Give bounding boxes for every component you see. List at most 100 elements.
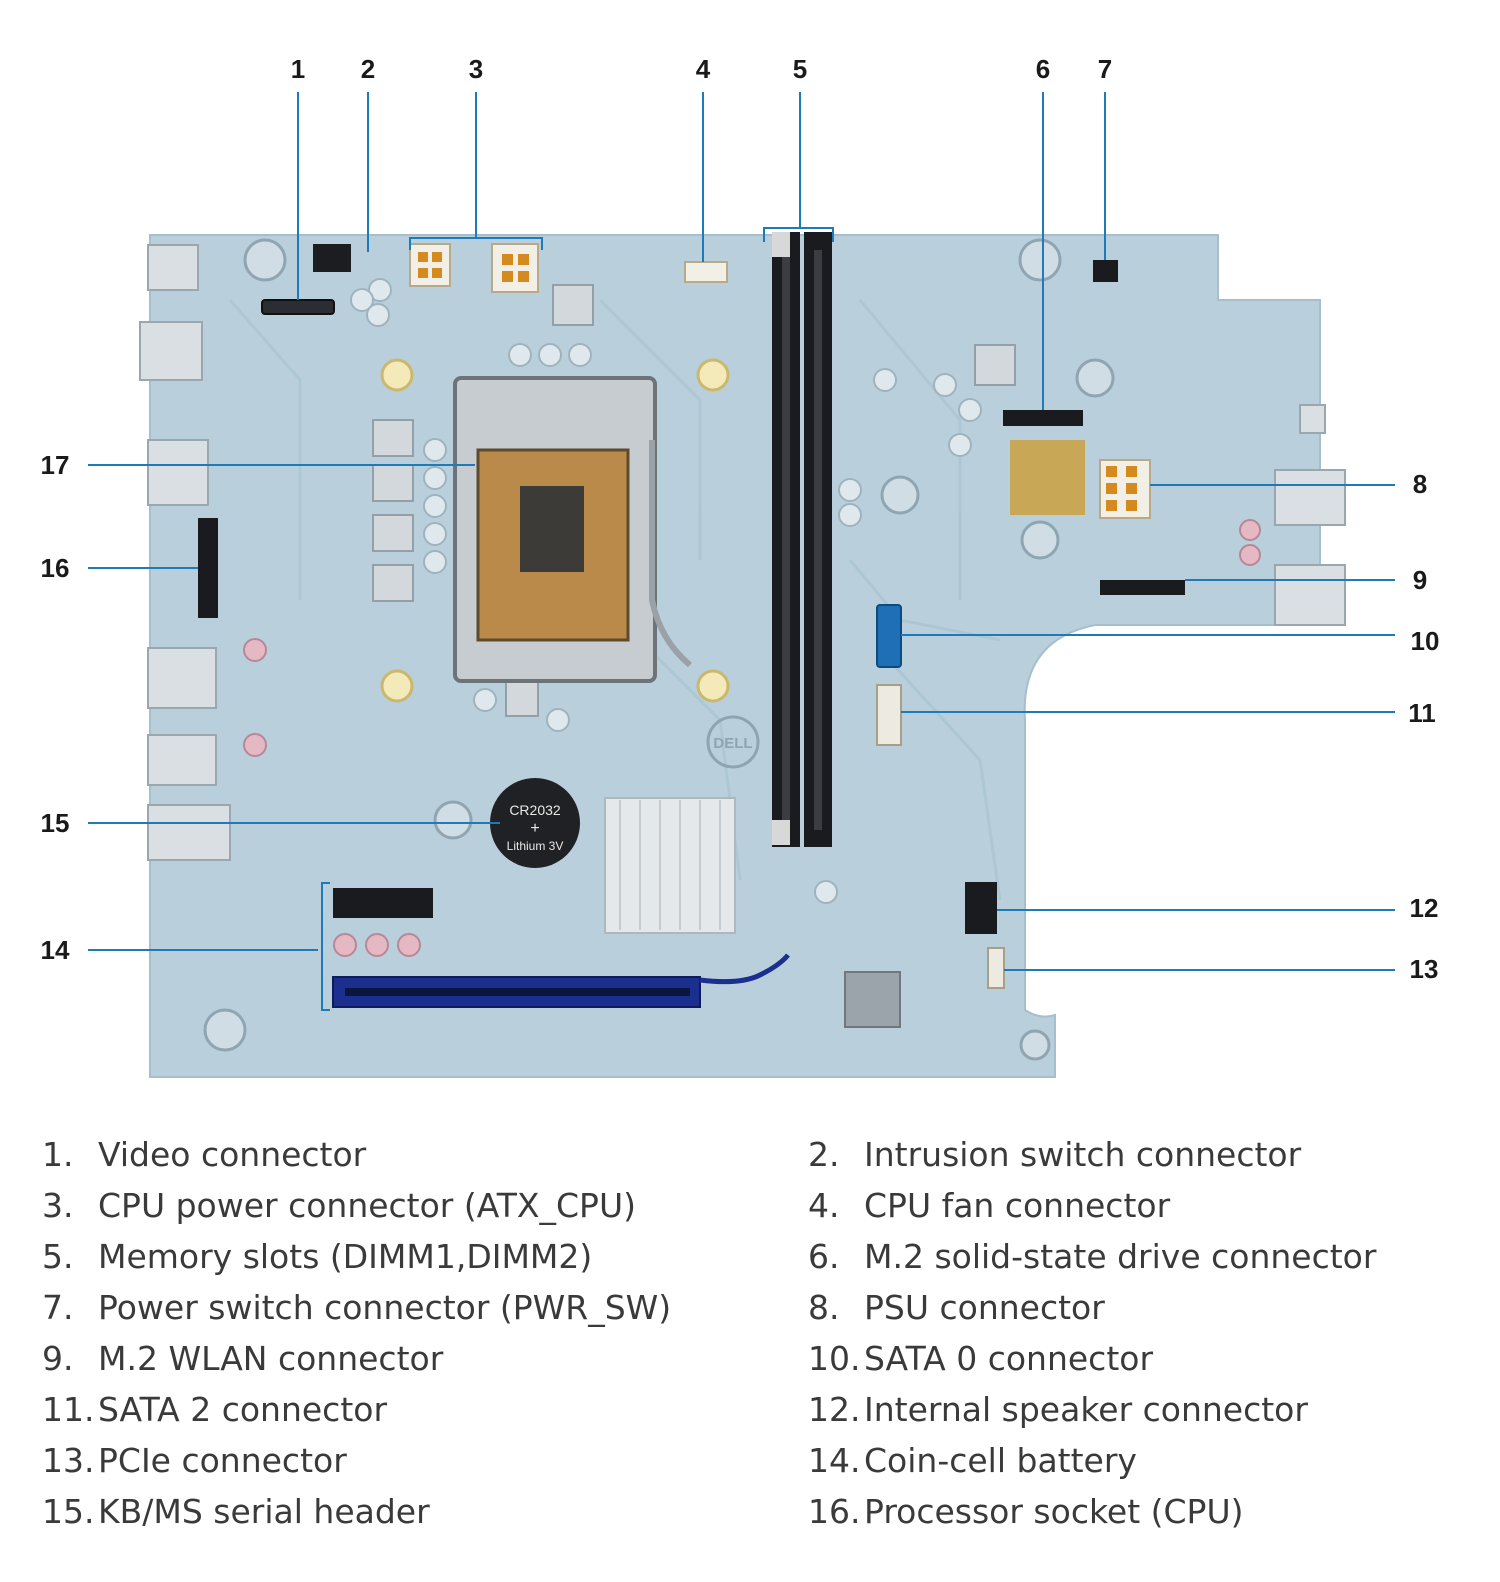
dell-logo-text: DELL xyxy=(713,735,752,752)
legend-label: Intrusion switch connector xyxy=(864,1135,1302,1174)
callout-13: 13 xyxy=(1410,954,1439,984)
callout-9: 9 xyxy=(1413,565,1427,595)
legend-item: 13.PCIe connector xyxy=(42,1441,347,1480)
callout-4: 4 xyxy=(696,54,711,84)
memory-slots xyxy=(772,232,832,847)
cpu-power-connectors xyxy=(409,243,539,293)
callout-12: 12 xyxy=(1410,893,1439,923)
legend-number: 13. xyxy=(42,1441,95,1480)
internal-speaker-connector xyxy=(965,882,997,934)
callout-2: 2 xyxy=(361,54,375,84)
coin-cell-battery: CR2032 + Lithium 3V xyxy=(490,778,580,868)
callout-11: 11 xyxy=(1408,698,1436,728)
power-switch-connector xyxy=(1093,260,1118,282)
legend-label: KB/MS serial header xyxy=(98,1492,430,1531)
legend-label: Video connector xyxy=(98,1135,367,1174)
callout-5: 5 xyxy=(793,54,807,84)
legend-item: 3. CPU power connector (ATX_CPU) xyxy=(42,1186,636,1225)
callout-8: 8 xyxy=(1413,469,1427,499)
legend-number: 15. xyxy=(42,1492,95,1531)
battery-model-text: CR2032 xyxy=(509,802,561,818)
callout-14: 14 xyxy=(41,935,70,965)
legend-item: 1. Video connector xyxy=(42,1135,366,1174)
legend-label: Processor socket (CPU) xyxy=(864,1492,1244,1531)
legend-label: SATA 2 connector xyxy=(98,1390,388,1429)
battery-plus-text: + xyxy=(530,820,539,837)
legend-label: Power switch connector (PWR_SW) xyxy=(98,1288,672,1327)
legend-item: 12.Internal speaker connector xyxy=(808,1390,1308,1429)
legend-item: 16.Processor socket (CPU) xyxy=(808,1492,1243,1531)
capacitors xyxy=(350,278,982,904)
m2-wlan-connector xyxy=(1100,580,1185,595)
legend-item: 5. Memory slots (DIMM1,DIMM2) xyxy=(42,1237,592,1276)
legend-number: 5. xyxy=(42,1237,74,1276)
legend-item: 11.SATA 2 connector xyxy=(42,1390,387,1429)
legend-number: 1. xyxy=(42,1135,74,1174)
legend-label: M.2 solid-state drive connector xyxy=(864,1237,1377,1276)
legend-label: CPU power connector (ATX_CPU) xyxy=(98,1186,636,1225)
legend-label: Coin-cell battery xyxy=(864,1441,1137,1480)
legend-number: 9. xyxy=(42,1339,74,1378)
battery-voltage-text: Lithium 3V xyxy=(507,839,564,853)
m2-ssd-connector xyxy=(1003,410,1085,515)
sata2-connector xyxy=(876,684,902,746)
legend-item: 15.KB/MS serial header xyxy=(42,1492,430,1531)
callout-1: 1 xyxy=(291,54,305,84)
legend-item: 6. M.2 solid-state drive connector xyxy=(808,1237,1376,1276)
callout-7: 7 xyxy=(1098,54,1112,84)
callout-numbers: 1 2 3 4 5 6 7 8 9 10 11 12 13 14 15 16 1… xyxy=(41,54,1440,984)
legend-label: Internal speaker connector xyxy=(864,1390,1308,1429)
pink-capacitors xyxy=(243,519,1261,957)
callout-6: 6 xyxy=(1036,54,1050,84)
sata0-connector xyxy=(876,604,902,668)
motherboard-diagram: CR2032 + Lithium 3V DELL xyxy=(41,54,1440,1078)
legend-number: 14. xyxy=(808,1441,861,1480)
callout-3: 3 xyxy=(469,54,483,84)
legend-item: 2. Intrusion switch connector xyxy=(808,1135,1301,1174)
motherboard-pcb xyxy=(149,234,1321,1078)
mounting-holes xyxy=(380,358,730,703)
psu-connector xyxy=(1099,459,1151,519)
callout-16: 16 xyxy=(41,553,70,583)
legend-number: 10. xyxy=(808,1339,861,1378)
callout-15: 15 xyxy=(41,808,70,838)
legend-item: 4. CPU fan connector xyxy=(808,1186,1170,1225)
legend-label: SATA 0 connector xyxy=(864,1339,1154,1378)
legend-number: 2. xyxy=(808,1135,840,1174)
intrusion-switch-connector xyxy=(313,244,351,272)
legend-number: 6. xyxy=(808,1237,840,1276)
leader-lines xyxy=(88,92,1395,1011)
video-connector xyxy=(261,299,335,315)
callout-10: 10 xyxy=(1411,626,1440,656)
inductors xyxy=(372,284,1016,717)
legend-item: 9. M.2 WLAN connector xyxy=(42,1339,443,1378)
legend-item: 10.SATA 0 connector xyxy=(808,1339,1153,1378)
standoffs xyxy=(203,238,1115,1061)
chipset-heatsink xyxy=(604,797,736,934)
legend-label: CPU fan connector xyxy=(864,1186,1171,1225)
legend-label: PCIe connector xyxy=(98,1441,347,1480)
dell-logo: DELL xyxy=(706,715,760,769)
cpu-fan-connector xyxy=(684,261,728,283)
legend-number: 8. xyxy=(808,1288,840,1327)
kb-ms-serial-header xyxy=(198,518,218,618)
legend-label: PSU connector xyxy=(864,1288,1105,1327)
legend-number: 11. xyxy=(42,1390,95,1429)
legend-number: 7. xyxy=(42,1288,74,1327)
callout-17: 17 xyxy=(41,450,70,480)
legend-item: 7. Power switch connector (PWR_SW) xyxy=(42,1288,671,1327)
legend-item: 14.Coin-cell battery xyxy=(808,1441,1137,1480)
legend-item: 8. PSU connector xyxy=(808,1288,1105,1327)
io-chip xyxy=(844,971,901,1028)
legend-number: 3. xyxy=(42,1186,74,1225)
legend-label: M.2 WLAN connector xyxy=(98,1339,444,1378)
legend-number: 12. xyxy=(808,1390,861,1429)
component-legend: 1. Video connector 2. Intrusion switch con… xyxy=(0,1120,1500,1560)
legend-number: 4. xyxy=(808,1186,840,1225)
rear-io-ports xyxy=(139,244,1346,861)
pcie-slots xyxy=(332,888,790,1008)
legend-number: 16. xyxy=(808,1492,861,1531)
pcie-connector-small xyxy=(987,947,1005,989)
legend-label: Memory slots (DIMM1,DIMM2) xyxy=(98,1237,593,1276)
processor-socket xyxy=(453,376,692,683)
